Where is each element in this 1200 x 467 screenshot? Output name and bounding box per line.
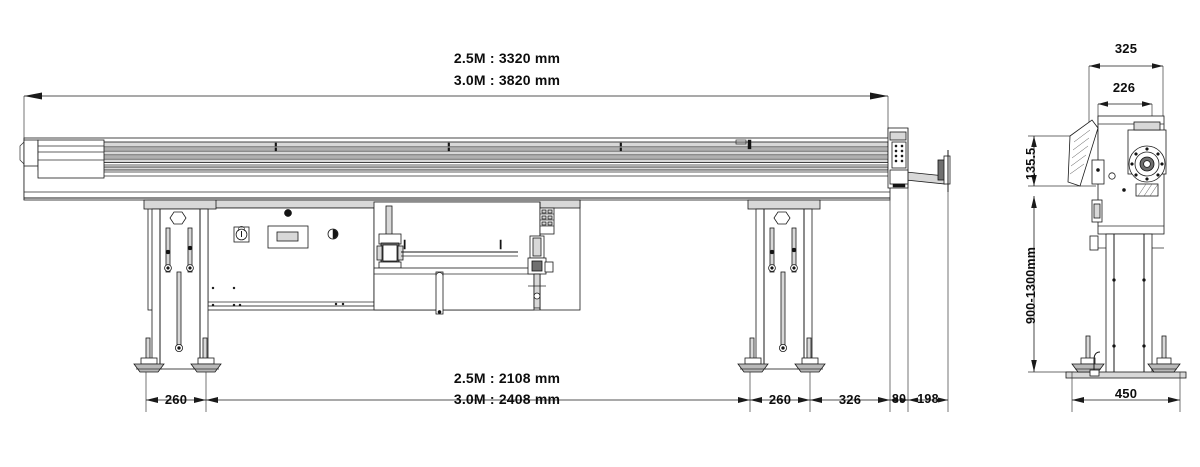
front-view-central-mechanism xyxy=(373,201,541,315)
dimension-label-left-leg-260: 260 xyxy=(164,392,188,407)
dimension-bottom-chain xyxy=(145,192,949,412)
leveling-foot xyxy=(737,337,769,373)
dimension-label-bottom-overall-30m: 3.0M : 2408 mm xyxy=(453,391,561,407)
side-view-machine-body xyxy=(1067,115,1167,251)
dimension-side-base-width xyxy=(1071,372,1181,412)
leveling-foot xyxy=(794,337,826,373)
dimension-label-side-226: 226 xyxy=(1112,80,1136,95)
leveling-foot xyxy=(133,337,165,373)
front-view-main-beam xyxy=(19,137,891,201)
front-view-right-end-assembly xyxy=(887,127,951,200)
dimension-label-right-leg-260: 260 xyxy=(768,392,792,407)
dimension-label-top-overall-25m: 2.5M : 3320 mm xyxy=(453,50,561,66)
dimension-label-198: 198 xyxy=(917,392,939,406)
front-view-left-leg xyxy=(133,199,222,373)
side-view-column-and-base xyxy=(1065,233,1187,379)
dimension-label-side-325: 325 xyxy=(1114,41,1138,56)
dimension-label-top-overall-30m: 3.0M : 3820 mm xyxy=(453,72,561,88)
dimension-label-80: 80 xyxy=(891,392,907,406)
leveling-foot xyxy=(1071,335,1105,373)
leveling-foot xyxy=(190,337,222,373)
front-view-right-leg xyxy=(737,199,826,373)
leveling-foot xyxy=(1147,335,1181,373)
dimension-label-side-height-range: 900-1300mm xyxy=(1024,246,1038,324)
dimension-label-side-base-450: 450 xyxy=(1114,386,1138,401)
dimension-label-side-135-5: 135.5 xyxy=(1024,147,1038,180)
dimension-label-bottom-overall-25m: 2.5M : 2108 mm xyxy=(453,370,561,386)
dimension-label-326: 326 xyxy=(838,392,862,407)
front-view-right-mechanism-stack xyxy=(527,202,555,310)
